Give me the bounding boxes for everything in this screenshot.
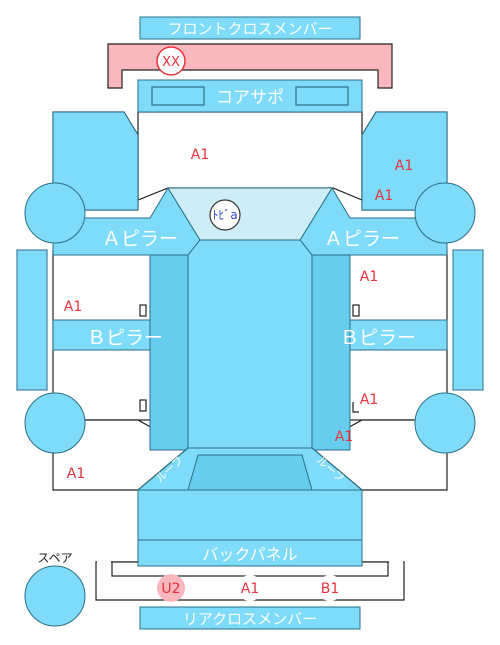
windshield-glass[interactable] bbox=[167, 187, 333, 241]
a-pillar-left-label: Ａピラー bbox=[102, 228, 178, 250]
code-rear-door-right[interactable]: A1 bbox=[360, 392, 378, 408]
left-front-wheel-icon bbox=[24, 182, 86, 244]
code-fender-right-1[interactable]: A1 bbox=[395, 158, 413, 174]
left-side-sill[interactable] bbox=[16, 249, 48, 391]
code-fender-right-2[interactable]: A1 bbox=[375, 188, 393, 204]
code-dash-panel[interactable]: ﾄﾋﾞa bbox=[212, 208, 237, 222]
door-marker bbox=[352, 304, 360, 317]
code-rear-member-3[interactable]: B1 bbox=[321, 581, 340, 597]
front-cross-member-label-bar[interactable] bbox=[139, 16, 361, 40]
left-rear-wheel-icon bbox=[24, 392, 86, 454]
xx-marker-circle bbox=[156, 46, 186, 76]
code-front-door-right[interactable]: A1 bbox=[360, 269, 378, 285]
right-floor-channel[interactable] bbox=[311, 254, 351, 451]
b-pillar-right-label: Ｂピラー bbox=[340, 327, 416, 349]
code-rear-fender-right[interactable]: A1 bbox=[335, 429, 353, 445]
core-support-label: コアサポ bbox=[216, 88, 284, 108]
b-pillar-left-label: Ｂピラー bbox=[87, 327, 163, 349]
core-support-slot bbox=[295, 86, 349, 106]
spare-tire-icon bbox=[24, 565, 86, 627]
center-floor[interactable] bbox=[187, 239, 313, 449]
spare-label: スペア bbox=[37, 551, 72, 565]
door-marker bbox=[139, 399, 147, 412]
code-rear-member-2[interactable]: A1 bbox=[241, 581, 259, 597]
right-front-wheel-icon bbox=[414, 182, 476, 244]
code-rear-member-1[interactable]: U2 bbox=[161, 581, 180, 597]
b1-marker-circle bbox=[317, 575, 343, 601]
dash-marker-circle bbox=[209, 199, 241, 231]
right-side-sill[interactable] bbox=[452, 249, 484, 391]
code-front-cross-member[interactable]: XX bbox=[162, 55, 180, 70]
a1-marker-circle bbox=[237, 575, 263, 601]
back-panel-block[interactable] bbox=[137, 489, 363, 541]
door-marker bbox=[139, 304, 147, 317]
rear-cross-member-label: リアクロスメンバー bbox=[183, 610, 317, 628]
hood-panel[interactable] bbox=[137, 111, 363, 201]
rear-cross-member-label-bar[interactable] bbox=[139, 606, 361, 630]
left-floor-channel[interactable] bbox=[149, 254, 189, 451]
back-panel[interactable] bbox=[137, 539, 363, 567]
code-hood[interactable]: A1 bbox=[191, 147, 209, 163]
right-apron[interactable] bbox=[361, 111, 448, 211]
back-panel-label: バックパネル bbox=[202, 545, 297, 564]
code-front-door-left[interactable]: A1 bbox=[64, 299, 82, 315]
core-support-slot bbox=[151, 86, 205, 106]
front-cross-member-label: フロントクロスメンバー bbox=[167, 20, 332, 38]
door-marker bbox=[352, 402, 359, 413]
a-pillar-right-label: Ａピラー bbox=[324, 228, 400, 250]
right-rear-wheel-icon bbox=[414, 392, 476, 454]
code-rear-fender-left[interactable]: A1 bbox=[67, 466, 85, 482]
u2-marker-circle bbox=[157, 574, 185, 602]
rear-floor-inner bbox=[187, 454, 313, 491]
